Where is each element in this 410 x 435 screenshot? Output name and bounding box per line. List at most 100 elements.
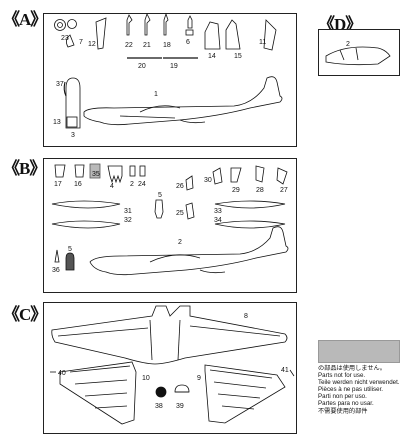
num-a-20: 20 <box>138 63 146 70</box>
num-a-14: 14 <box>208 53 216 60</box>
num-b-5b: 5 <box>68 246 72 253</box>
legend-line-it: Parti non per uso. <box>318 393 367 401</box>
num-b-35: 35 <box>92 171 100 178</box>
num-a-11: 11 <box>259 39 266 46</box>
num-c-40: 40 <box>58 370 66 377</box>
part-17 <box>54 164 66 178</box>
section-label-a: 《A》 <box>3 10 47 29</box>
num-b-17: 17 <box>54 181 62 188</box>
section-label-b: 《B》 <box>3 159 46 178</box>
num-d-2: 2 <box>346 41 350 48</box>
num-a-13: 13 <box>53 119 61 126</box>
part-34 <box>214 220 286 229</box>
num-a-21: 21 <box>143 42 151 49</box>
part-38 <box>155 386 167 398</box>
part-5 <box>154 199 164 219</box>
num-a-6: 6 <box>186 39 190 46</box>
section-label-c: 《C》 <box>3 305 47 324</box>
num-b-31: 31 <box>124 208 132 215</box>
part-11 <box>263 19 277 51</box>
part-3 <box>65 77 81 129</box>
part-10 <box>59 361 137 425</box>
legend-line-en: Parts not for use. <box>318 372 366 380</box>
part-29 <box>230 167 242 183</box>
part-5b <box>65 252 75 271</box>
not-for-use-swatch <box>318 340 400 363</box>
part-14 <box>204 21 221 50</box>
part-18 <box>163 12 169 36</box>
part-39 <box>174 384 190 393</box>
part-2-canopy <box>325 46 391 66</box>
num-b-30: 30 <box>204 177 212 184</box>
num-c-38: 38 <box>155 403 163 410</box>
part-30 <box>212 167 223 185</box>
num-b-32: 32 <box>124 217 132 224</box>
legend-line-es: Partes para no usar. <box>318 400 374 408</box>
legend-line-de: Teile werden nicht verwendet. <box>318 379 400 387</box>
num-c-8: 8 <box>244 313 248 320</box>
part-2-fuselage <box>89 226 289 276</box>
num-b-4: 4 <box>110 183 114 190</box>
part-9 <box>204 364 286 424</box>
legend-line-jp: の部品は使用しません。 <box>318 365 386 372</box>
part-31 <box>51 200 121 209</box>
part-35 <box>89 163 101 179</box>
num-b-2b: 2 <box>178 239 182 246</box>
part-15 <box>225 19 241 50</box>
num-a-3: 3 <box>71 132 75 139</box>
num-b-33: 33 <box>214 208 222 215</box>
part-2-small <box>129 165 136 177</box>
part-22 <box>126 14 133 36</box>
part-33 <box>214 200 286 209</box>
num-b-5: 5 <box>158 192 162 199</box>
num-a-23: 23 <box>61 35 69 42</box>
num-b-2: 2 <box>130 181 134 188</box>
part-36 <box>54 249 60 263</box>
num-b-29: 29 <box>232 187 240 194</box>
num-c-9: 9 <box>197 375 201 382</box>
num-a-12: 12 <box>88 41 96 48</box>
part-12 <box>95 17 107 50</box>
num-b-24: 24 <box>138 181 146 188</box>
num-a-15: 15 <box>234 53 242 60</box>
part-25 <box>185 202 195 220</box>
part-23-wheel <box>54 19 66 31</box>
part-8-wing <box>51 305 288 365</box>
part-1-fuselage <box>83 76 283 126</box>
runner-frame-d <box>318 29 400 76</box>
num-c-10: 10 <box>142 375 150 382</box>
num-a-37: 37 <box>56 81 64 88</box>
num-a-18: 18 <box>163 42 171 49</box>
num-b-36: 36 <box>52 267 60 274</box>
part-41-marker <box>289 369 295 377</box>
part-26 <box>185 175 194 191</box>
num-c-39: 39 <box>176 403 184 410</box>
runner-frame-a <box>43 13 297 147</box>
runner-frame-b <box>43 158 297 293</box>
num-b-27: 27 <box>280 187 288 194</box>
part-7 <box>66 34 75 48</box>
part-4 <box>107 165 123 184</box>
runner-frame-c <box>43 302 297 434</box>
num-a-1: 1 <box>154 91 158 98</box>
num-a-7: 7 <box>79 39 83 46</box>
legend-line-zh: 不需要使用的部件 <box>318 407 368 415</box>
part-32 <box>51 220 121 229</box>
num-c-41: 41 <box>281 367 289 374</box>
num-b-25: 25 <box>176 210 184 217</box>
num-b-34: 34 <box>214 217 222 224</box>
num-b-16: 16 <box>74 181 82 188</box>
part-21 <box>144 12 151 36</box>
legend-line-fr: Pièces à ne pas utiliser. <box>318 386 384 394</box>
part-28 <box>255 165 265 183</box>
not-for-use-legend: の部品は使用しません。 Parts not for use. Teile wer… <box>318 365 400 415</box>
num-b-28: 28 <box>256 187 264 194</box>
num-b-26: 26 <box>176 183 184 190</box>
part-24 <box>139 165 146 177</box>
part-37 <box>63 81 67 97</box>
part-13 <box>66 116 78 128</box>
part-16 <box>74 164 85 178</box>
part-6 <box>187 15 193 29</box>
part-hub <box>67 19 77 29</box>
